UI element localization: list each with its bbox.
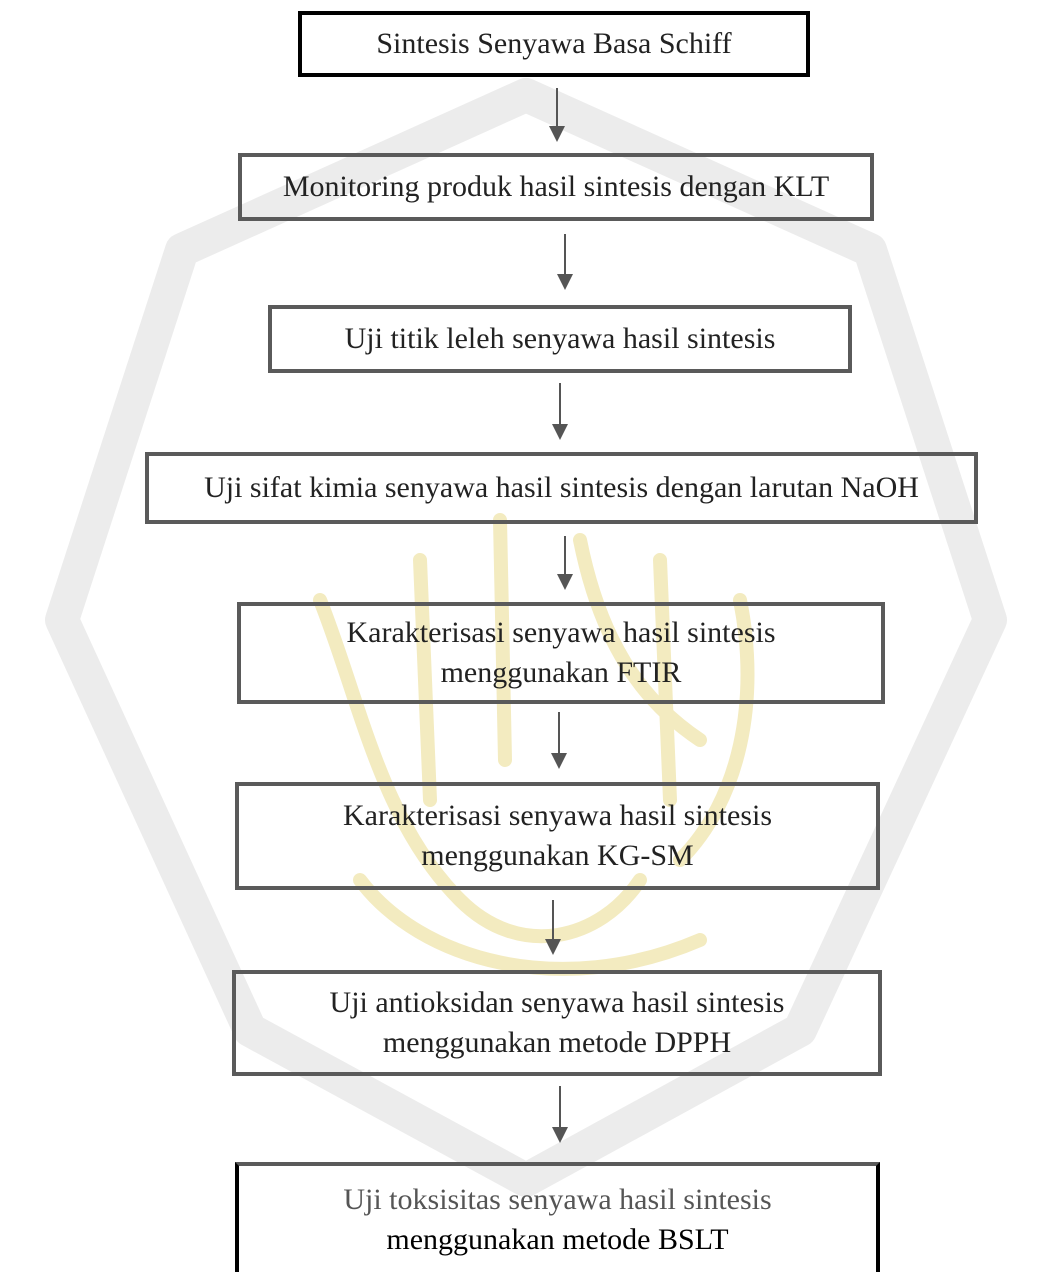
flow-arrow	[557, 536, 573, 590]
flow-step-label-line-1: Karakterisasi senyawa hasil sintesis	[346, 616, 776, 649]
flow-arrow	[551, 712, 567, 769]
flow-step-label-line-2: menggunakan metode BSLT	[386, 1223, 729, 1256]
flow-step-label: Uji titik leleh senyawa hasil sintesis	[344, 322, 776, 355]
flow-step-label: Monitoring produk hasil sintesis dengan …	[282, 170, 830, 203]
flow-step-klt-monitoring: Monitoring produk hasil sintesis dengan …	[238, 153, 874, 221]
flow-step-bslt: Uji toksisitas senyawa hasil sintesis me…	[235, 1162, 880, 1272]
flow-step-label-line-1: Uji toksisitas senyawa hasil sintesis	[343, 1183, 772, 1216]
flow-step-naoh-test: Uji sifat kimia senyawa hasil sintesis d…	[145, 452, 978, 524]
flow-step-label: Sintesis Senyawa Basa Schiff	[376, 27, 732, 60]
flow-arrow	[549, 88, 565, 142]
flow-step-label: Uji sifat kimia senyawa hasil sintesis d…	[204, 471, 919, 504]
flow-step-label-line-2: menggunakan FTIR	[440, 656, 682, 689]
flow-arrow	[557, 234, 573, 290]
flow-step-dpph: Uji antioksidan senyawa hasil sintesis m…	[232, 970, 882, 1076]
flow-step-label-line-2: menggunakan metode DPPH	[382, 1026, 732, 1059]
flow-step-label-line-2: menggunakan KG-SM	[421, 839, 694, 872]
flow-step-label-line-1: Uji antioksidan senyawa hasil sintesis	[329, 986, 785, 1019]
flow-step-label-line-1: Karakterisasi senyawa hasil sintesis	[342, 799, 773, 832]
flow-arrow	[552, 383, 568, 440]
flow-step-synthesis: Sintesis Senyawa Basa Schiff	[298, 11, 810, 77]
flow-step-kgsm: Karakterisasi senyawa hasil sintesis men…	[235, 782, 880, 890]
flow-step-melting-point: Uji titik leleh senyawa hasil sintesis	[268, 305, 852, 373]
flow-arrow	[545, 900, 561, 955]
flow-step-ftir: Karakterisasi senyawa hasil sintesis men…	[237, 602, 885, 704]
flow-arrow	[552, 1086, 568, 1143]
